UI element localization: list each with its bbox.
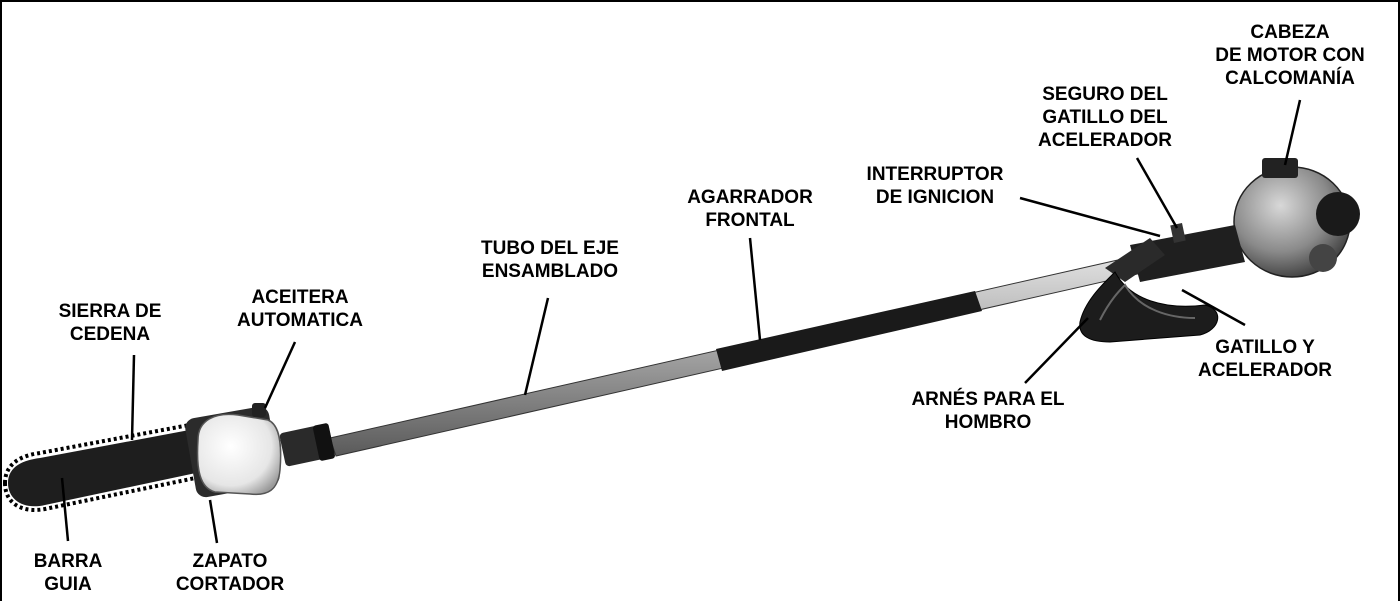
leader-lines [60, 99, 1302, 544]
label-line: GATILLO DEL [1042, 107, 1168, 128]
label-line: FRONTAL [705, 210, 795, 231]
label-throttle-lockout: SEGURO DEL GATILLO DEL ACELERADOR [1005, 83, 1205, 152]
label-line: GUIA [44, 574, 92, 595]
label-front-grip: AGARRADOR FRONTAL [650, 186, 850, 232]
label-line: DE IGNICION [875, 187, 995, 208]
label-line: CABEZA [1250, 22, 1330, 43]
label-line: ACELERADOR [1037, 130, 1173, 151]
label-guide-bar: BARRA GUIA [13, 550, 123, 596]
rear-handle [1130, 222, 1245, 307]
front-grip [716, 291, 982, 371]
label-line: ZAPATO [192, 551, 268, 572]
label-line: ACEITERA [251, 287, 349, 308]
label-line: INTERRUPTOR [866, 164, 1004, 185]
label-shaft-tube: TUBO DEL EJE ENSAMBLADO [440, 237, 660, 283]
label-line: ARNÉS PARA EL [911, 389, 1065, 410]
label-line: CALCOMANÍA [1225, 68, 1355, 89]
label-line: AUTOMATICA [237, 310, 363, 331]
label-line: SEGURO DEL [1042, 84, 1168, 105]
label-line: DE MOTOR CON [1215, 45, 1365, 66]
shaft-coupling [279, 423, 336, 467]
shoulder-harness [1079, 238, 1218, 343]
label-line: CORTADOR [175, 574, 285, 595]
label-chain-saw: SIERRA DE CEDENA [30, 300, 190, 346]
label-auto-oiler: ACEITERA AUTOMATICA [220, 286, 380, 332]
label-cutting-shoe: ZAPATO CORTADOR [160, 550, 300, 596]
label-line: BARRA [33, 551, 103, 572]
label-line: AGARRADOR [687, 187, 813, 208]
label-line: ACELERADOR [1197, 360, 1333, 381]
guide-bar [3, 421, 211, 512]
label-line: ENSAMBLADO [481, 261, 619, 282]
label-ignition-switch: INTERRUPTOR DE IGNICION [835, 163, 1035, 209]
label-line: HOMBRO [944, 412, 1032, 433]
label-line: TUBO DEL EJE [481, 238, 619, 259]
label-engine-head: CABEZA DE MOTOR CON CALCOMANÍA [1170, 21, 1400, 90]
label-line: SIERRA DE [58, 301, 162, 322]
label-shoulder-harness: ARNÉS PARA EL HOMBRO [868, 388, 1108, 434]
label-trigger-throttle: GATILLO Y ACELERADOR [1175, 336, 1355, 382]
label-line: GATILLO Y [1215, 337, 1315, 358]
label-line: CEDENA [69, 324, 151, 345]
engine-head [1233, 158, 1360, 278]
oil-reservoir [196, 403, 282, 496]
